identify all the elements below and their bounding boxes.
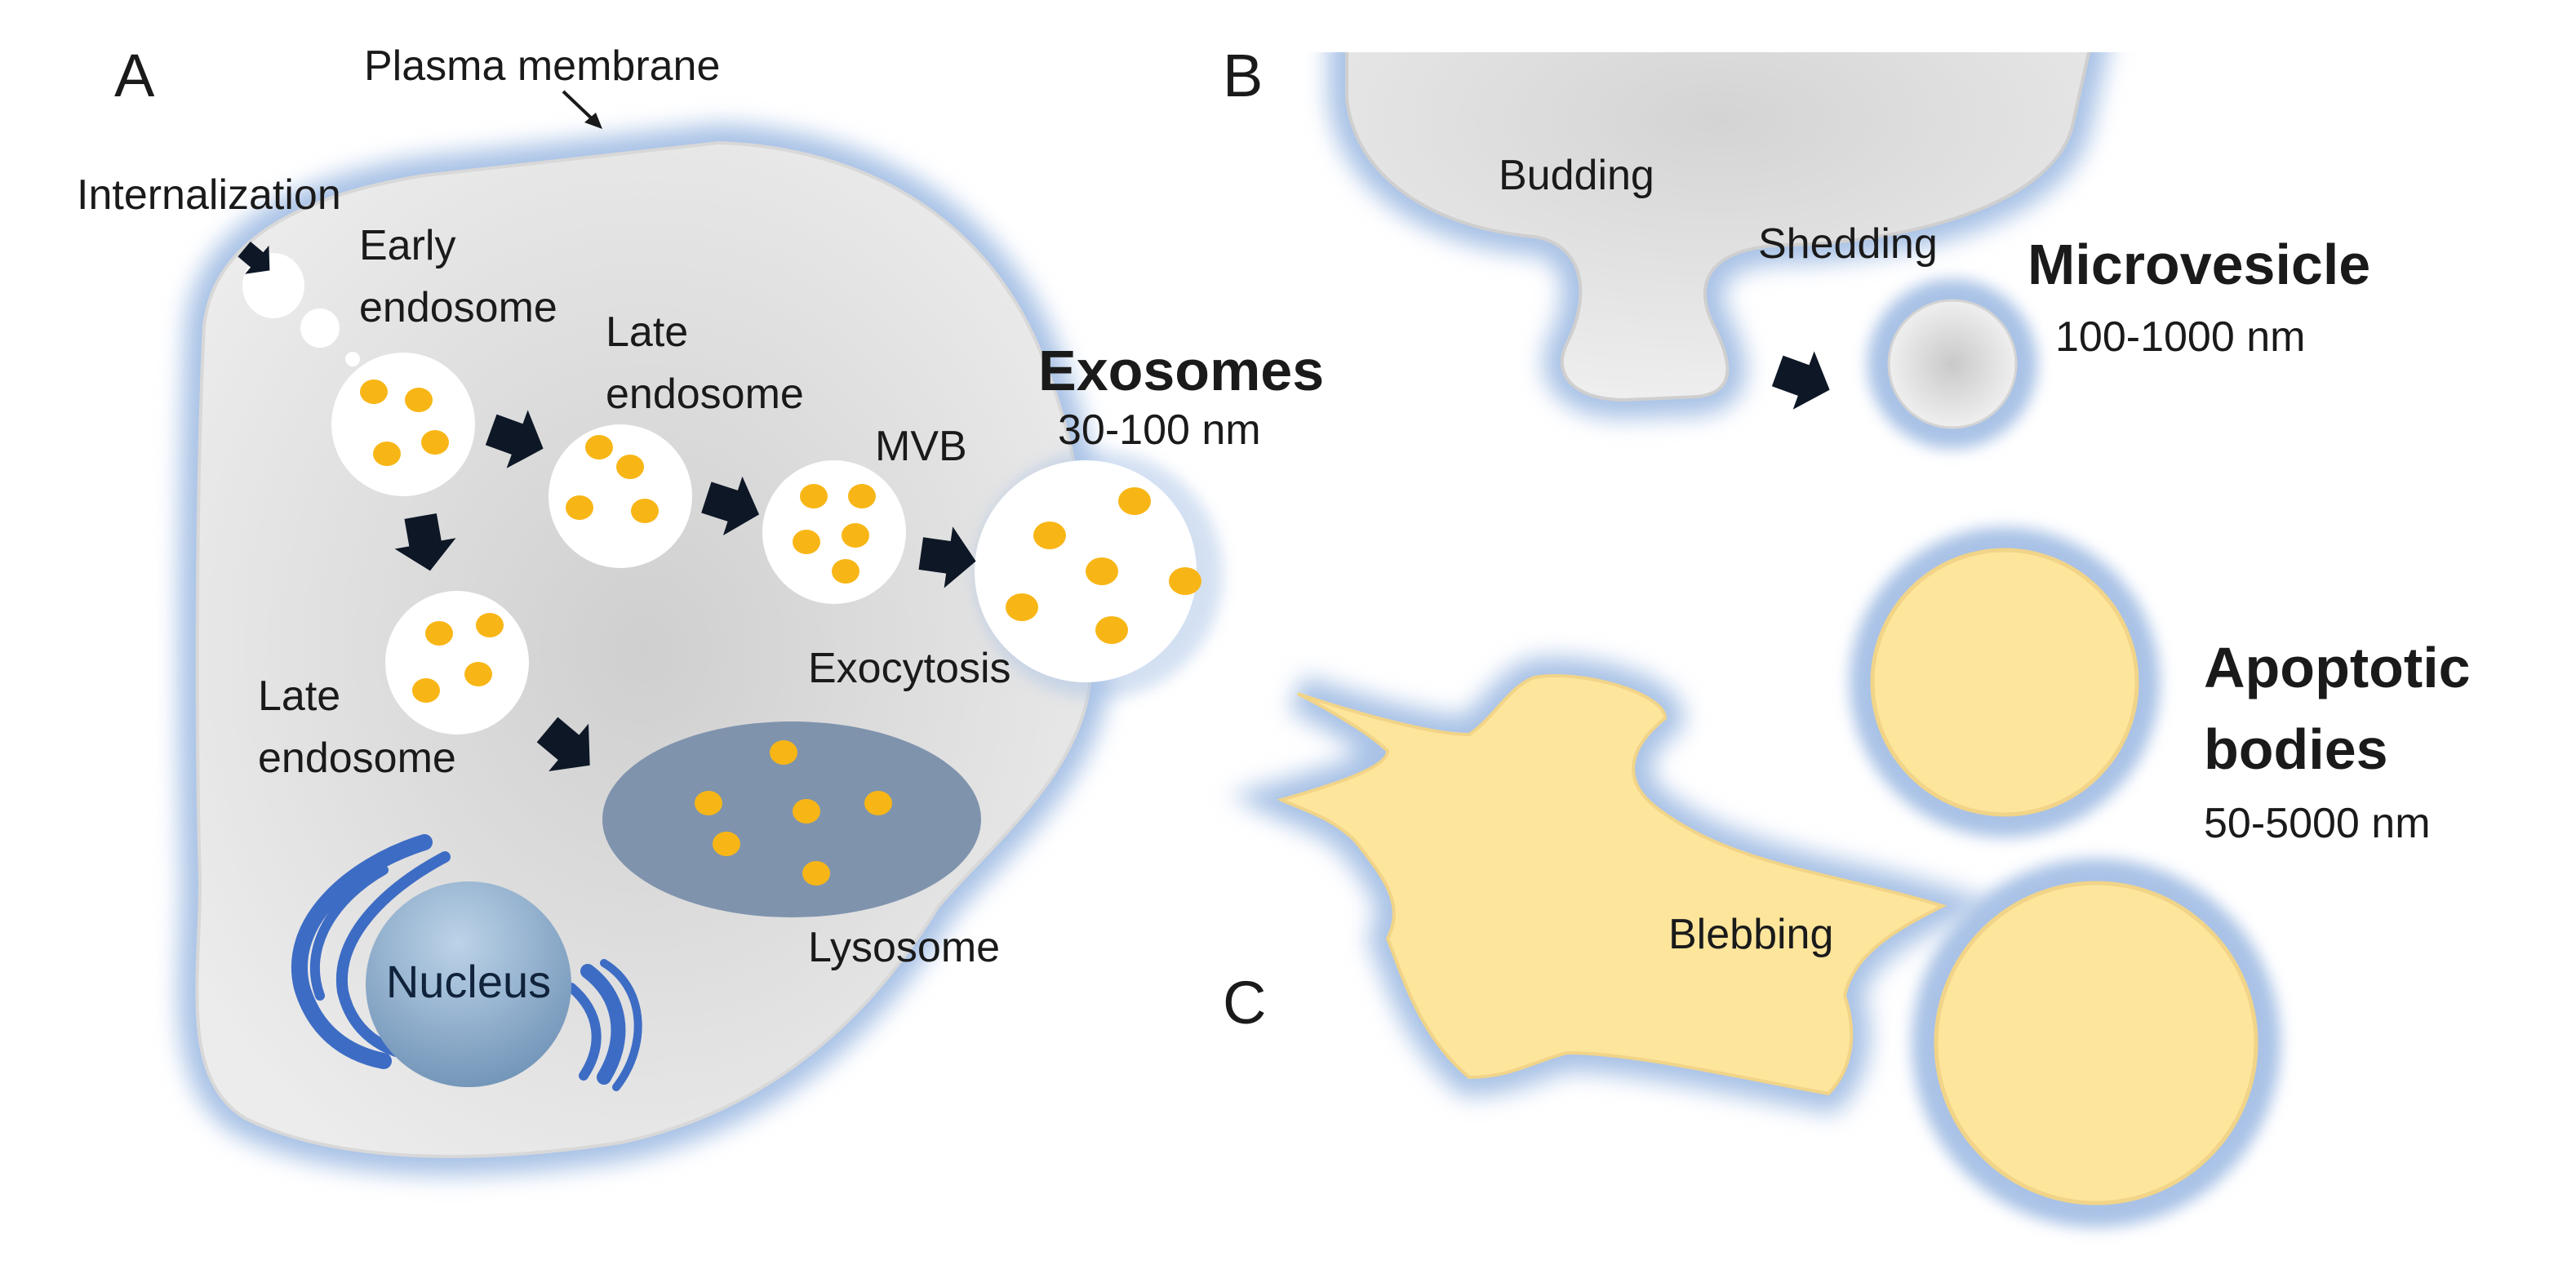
exosomes-size: 30-100 nm [1058, 406, 1261, 454]
cargo-dot [842, 523, 869, 548]
nucleus-label: Nucleus [386, 956, 551, 1007]
apoptotic-size: 50-5000 nm [2204, 800, 2431, 847]
cargo-dot [1006, 593, 1038, 621]
microvesicle [1887, 299, 2018, 429]
early-endosome [331, 353, 475, 496]
plasma-membrane-pointer [562, 90, 597, 124]
cargo-dot [1118, 487, 1151, 515]
cargo-dot [848, 484, 876, 508]
cargo-dot [373, 442, 401, 466]
cargo-dot [1033, 522, 1066, 549]
apoptotic-panel [1229, 527, 2281, 1228]
cargo-dot [800, 484, 828, 508]
cargo-dot [713, 832, 740, 856]
cell: Nucleus [178, 90, 1223, 1175]
lysosome-label: Lysosome [808, 924, 1000, 971]
cargo-dot [793, 530, 820, 554]
cargo-dot [631, 499, 659, 523]
cargo-dot [464, 662, 492, 686]
late-endosome-left-label-1: Late [258, 673, 340, 720]
budding-cell [1345, 47, 2092, 402]
panel-label-c: C [1223, 969, 1266, 1037]
apoptotic-body-large [1934, 881, 2258, 1205]
cargo-dot [1169, 567, 1201, 595]
cargo-dot [802, 861, 830, 886]
blebbing-cell [1277, 674, 1948, 1096]
apoptotic-title-1: Apoptotic [2204, 636, 2471, 699]
late-endosome-top [549, 424, 692, 568]
exosomes-title: Exosomes [1038, 339, 1324, 402]
cargo-dot [405, 388, 433, 412]
microvesicle-panel [1306, 0, 2163, 449]
cargo-dot [770, 740, 797, 765]
late-endosome-top-label-1: Late [606, 309, 688, 356]
blebbing-label: Blebbing [1668, 911, 1833, 958]
cargo-dot [832, 559, 859, 584]
cargo-dot [412, 678, 440, 703]
late-endosome-left-label-2: endosome [258, 735, 456, 782]
panel-label-b: B [1223, 42, 1263, 109]
apoptotic-body-small [1870, 548, 2139, 817]
mvb-label: MVB [875, 423, 967, 470]
arrow-shedding [1766, 341, 1841, 420]
cargo-dot [566, 495, 593, 520]
nucleus: Nucleus [366, 881, 571, 1087]
apoptotic-title-2: bodies [2204, 717, 2388, 781]
cargo-dot [1086, 557, 1118, 585]
microvesicle-size: 100-1000 nm [2055, 313, 2305, 361]
budding-label: Budding [1499, 152, 1654, 199]
exosome [975, 451, 1223, 699]
cargo-dot [425, 621, 453, 646]
cargo-dot [616, 455, 644, 479]
cargo-dot [695, 791, 722, 815]
early-vesicle-tiny [345, 352, 360, 366]
late-endosome-top-label-2: endosome [606, 371, 804, 418]
cargo-dot [360, 380, 388, 404]
plasma-membrane-label: Plasma membrane [364, 42, 720, 90]
early-vesicle-small [300, 309, 340, 348]
early-endosome-label-2: endosome [359, 284, 557, 331]
golgi-apparatus [291, 834, 642, 1091]
cargo-dot [421, 430, 449, 455]
shedding-label: Shedding [1758, 220, 1938, 268]
exocytosis-label: Exocytosis [808, 645, 1011, 692]
internalization-label: Internalization [77, 171, 341, 219]
early-endosome-label-1: Early [359, 222, 455, 269]
cargo-dot [793, 799, 820, 824]
mvb [762, 460, 906, 604]
cargo-dot [476, 613, 504, 637]
cargo-dot [1095, 616, 1128, 644]
late-endosome-left [385, 591, 529, 735]
pointer-arrowhead [584, 113, 602, 129]
cargo-dot [864, 791, 892, 815]
panel-label-a: A [114, 42, 155, 109]
microvesicle-title: Microvesicle [2027, 233, 2370, 296]
budding-cell-crop [1306, 0, 2163, 52]
cargo-dot [585, 435, 613, 459]
lysosome [602, 721, 981, 917]
